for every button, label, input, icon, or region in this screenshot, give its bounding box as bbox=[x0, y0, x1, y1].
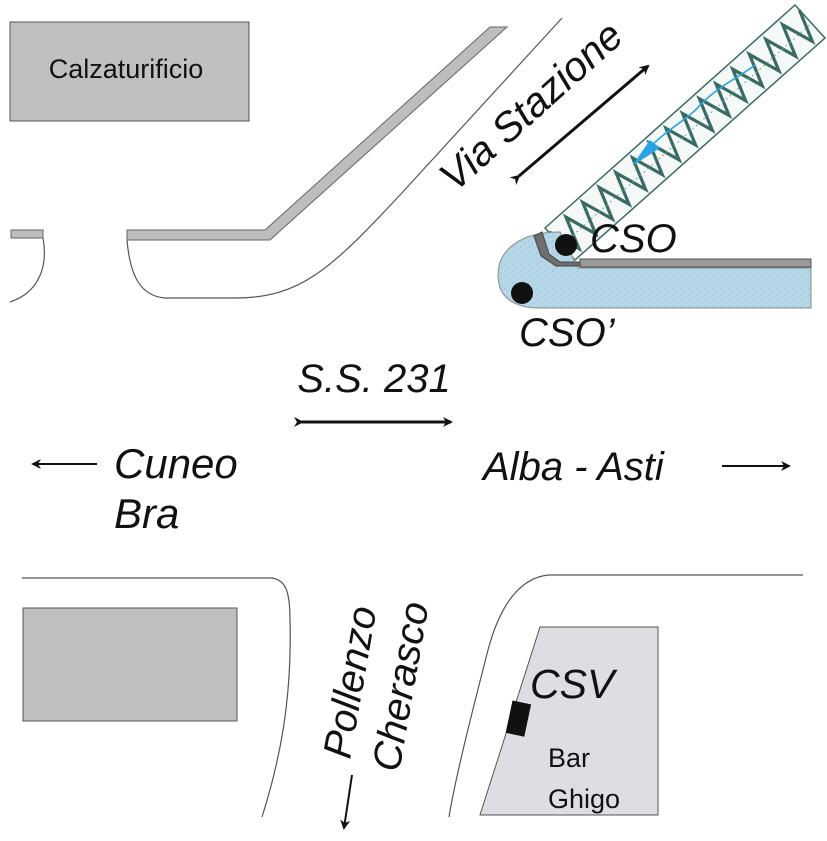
csv-label: CSV bbox=[530, 661, 618, 707]
water-area bbox=[497, 231, 812, 309]
weir-gate bbox=[533, 231, 581, 267]
curb-bottom-left bbox=[22, 577, 291, 818]
channel-sawtooth bbox=[548, 9, 816, 253]
pollenzo-arrow bbox=[340, 774, 353, 830]
cso-label: CSO bbox=[590, 217, 677, 261]
curb-left-stub bbox=[9, 237, 45, 303]
cuneo-label: Cuneo bbox=[114, 440, 238, 487]
bra-label: Bra bbox=[114, 490, 179, 537]
sidewalk-stub-left bbox=[10, 229, 44, 239]
curb-bottom-right bbox=[448, 574, 803, 818]
channel-spine bbox=[560, 23, 812, 246]
cso-point bbox=[555, 234, 577, 256]
building-bottom-left bbox=[22, 607, 238, 722]
cso-prime-point bbox=[511, 282, 533, 304]
factory-label: Calzaturificio bbox=[49, 54, 204, 84]
bar-ghigo-building bbox=[479, 626, 659, 816]
factory-building bbox=[9, 21, 250, 122]
flow-line bbox=[644, 64, 756, 153]
via-stazione-arrow bbox=[509, 64, 650, 185]
ghigo-label: Ghigo bbox=[548, 784, 620, 814]
cso-prime-label: CSO’ bbox=[519, 311, 616, 355]
ss231-label: S.S. 231 bbox=[297, 357, 450, 401]
bar-label: Bar bbox=[548, 743, 590, 773]
alba-asti-label: Alba - Asti bbox=[481, 445, 665, 489]
curb-via-stazione bbox=[126, 17, 563, 299]
csv-marker bbox=[505, 700, 532, 737]
